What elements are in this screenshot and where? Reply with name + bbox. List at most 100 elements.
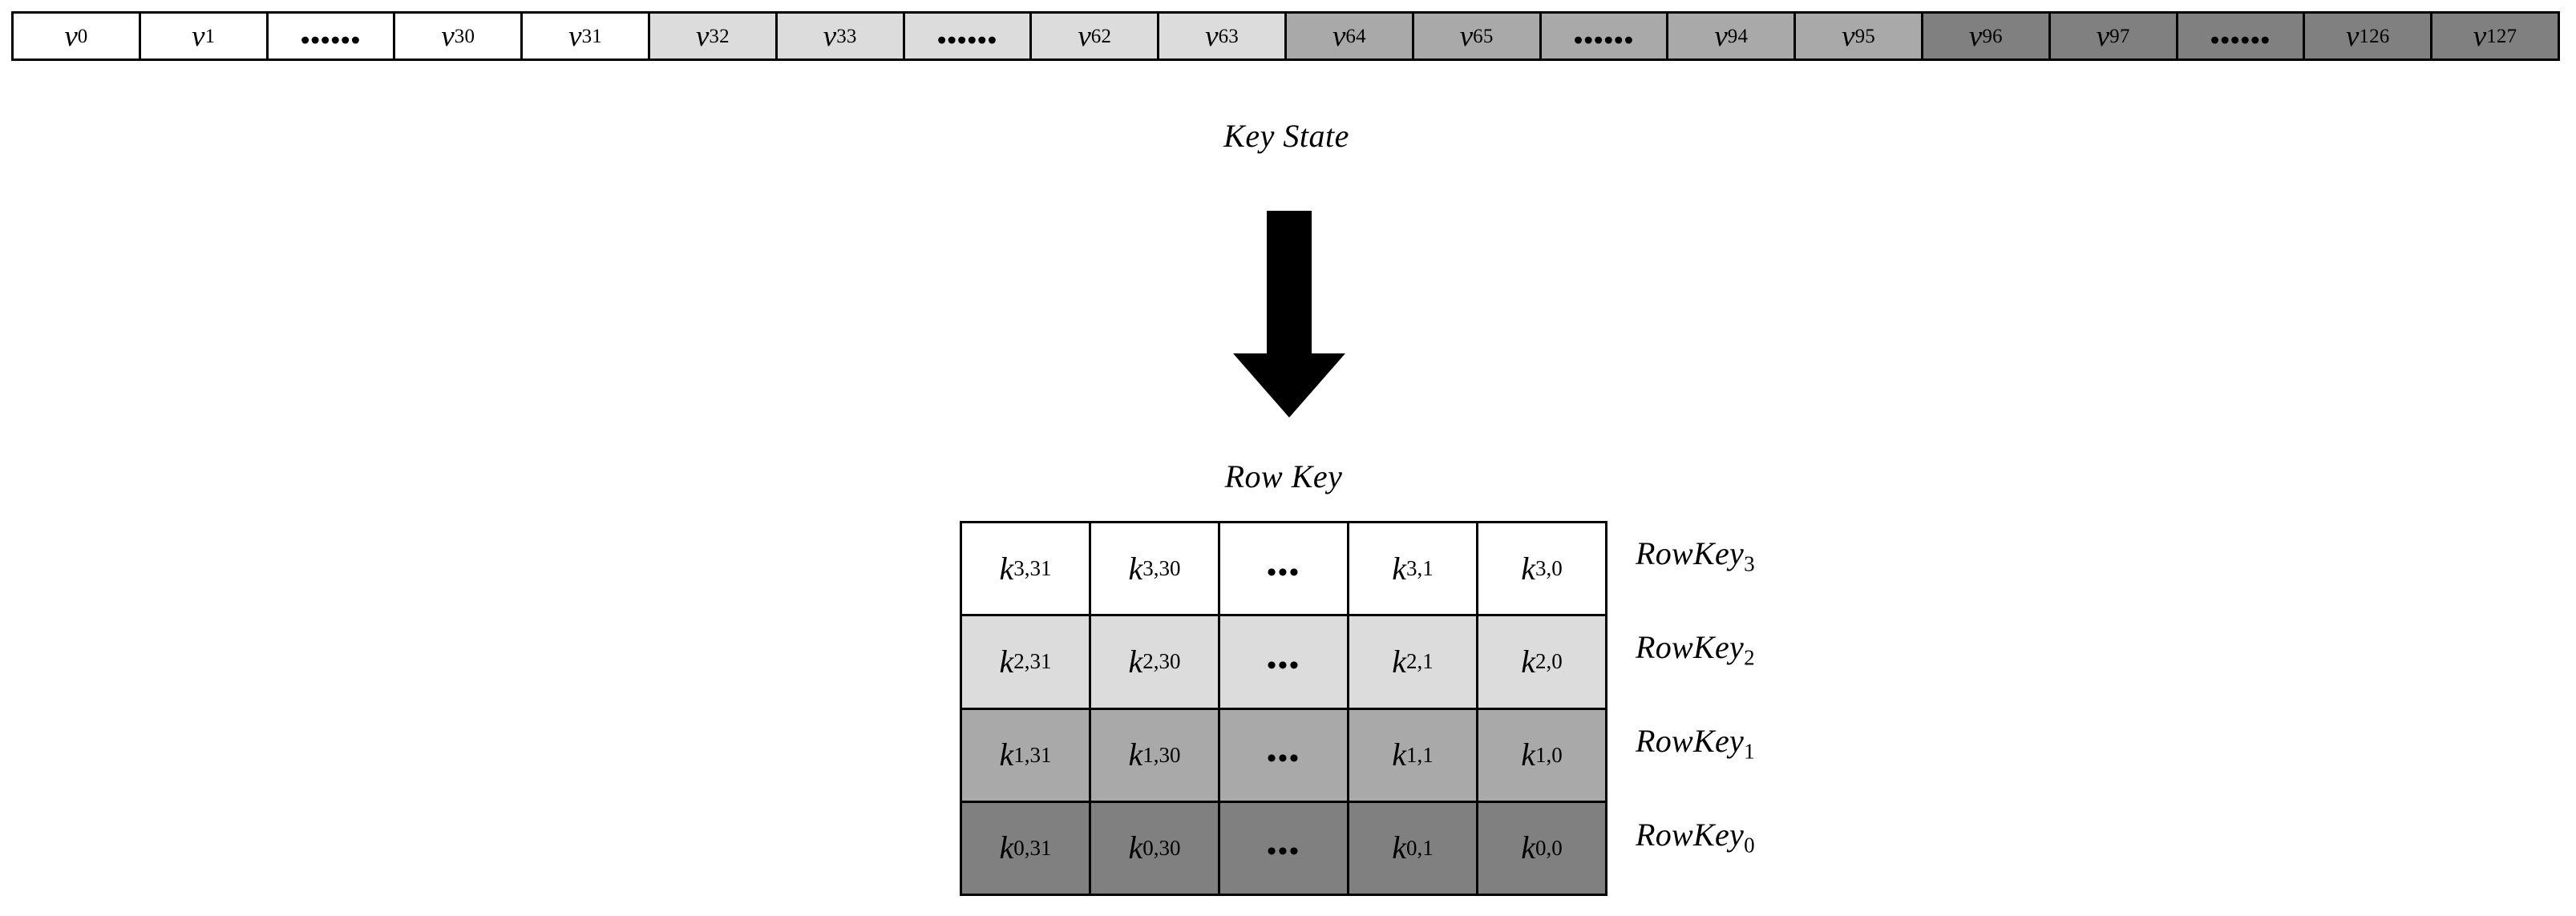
value-subscript: 33: [836, 25, 857, 47]
value-subscript: 63: [1218, 25, 1239, 47]
key-state-ellipsis-cell: ••••••: [904, 14, 1033, 59]
value-symbol: v: [1842, 19, 1855, 53]
row-key-ellipsis-cell: •••: [1220, 616, 1349, 708]
row-key-label-text: RowKey: [1636, 629, 1745, 665]
row-key-label-text: RowKey: [1636, 535, 1745, 571]
value-subscript: 94: [1727, 25, 1749, 47]
key-symbol: k: [1521, 643, 1535, 680]
down-arrow-svg: [1233, 211, 1345, 418]
key-subscript: 0,1: [1406, 835, 1434, 860]
key-symbol: k: [1521, 829, 1535, 866]
key-state-ellipsis-cell: ••••••: [2178, 14, 2306, 59]
key-subscript: 1,31: [1013, 742, 1052, 767]
value-subscript: 126: [2359, 25, 2390, 47]
value-symbol: v: [1714, 19, 1728, 53]
key-subscript: 2,30: [1142, 649, 1181, 674]
value-subscript: 31: [581, 25, 602, 47]
value-symbol: v: [441, 19, 455, 53]
row-key-ellipsis-cell: •••: [1220, 802, 1349, 894]
key-subscript: 3,1: [1406, 556, 1434, 581]
value-subscript: 32: [709, 25, 730, 47]
key-subscript: 0,30: [1142, 835, 1181, 860]
value-symbol: v: [1205, 19, 1219, 53]
key-symbol: k: [1521, 550, 1535, 587]
value-symbol: v: [192, 19, 205, 53]
key-state-ellipsis-cell: ••••••: [1541, 14, 1669, 59]
value-symbol: v: [823, 19, 837, 53]
key-state-caption: Key State: [0, 117, 2576, 155]
key-symbol: k: [999, 829, 1014, 866]
row-key-label-1: RowKey1: [1636, 725, 1755, 763]
value-symbol: v: [64, 19, 78, 53]
key-subscript: 3,0: [1535, 556, 1563, 581]
value-subscript: 97: [2109, 25, 2130, 47]
value-subscript: 96: [1982, 25, 2003, 47]
key-symbol: k: [1128, 829, 1143, 866]
key-symbol: k: [999, 643, 1014, 680]
key-subscript: 2,0: [1535, 649, 1563, 674]
value-symbol: v: [2096, 19, 2110, 53]
key-subscript: 1,30: [1142, 742, 1181, 767]
key-symbol: k: [1392, 550, 1406, 587]
key-state-ellipsis-cell: ••••••: [268, 14, 396, 59]
value-symbol: v: [2345, 19, 2360, 53]
key-symbol: k: [999, 736, 1014, 773]
value-symbol: v: [695, 19, 710, 53]
key-symbol: k: [1521, 736, 1535, 773]
row-key-label-text: RowKey: [1636, 723, 1745, 759]
key-subscript: 1,1: [1406, 742, 1434, 767]
value-subscript: 127: [2486, 25, 2517, 47]
row-key-label-subscript: 1: [1744, 739, 1755, 764]
key-subscript: 0,31: [1013, 835, 1052, 860]
key-symbol: k: [1128, 550, 1143, 587]
row-key-caption: Row Key: [960, 458, 1607, 495]
key-symbol: k: [999, 550, 1014, 587]
row-key-caption-text: Row Key: [1224, 458, 1343, 494]
row-key-ellipsis-cell: •••: [1220, 709, 1349, 801]
value-subscript: 64: [1345, 25, 1366, 47]
value-subscript: 95: [1854, 25, 1875, 47]
key-state-caption-text: Key State: [1223, 118, 1349, 154]
row-key-label-subscript: 0: [1744, 833, 1755, 857]
value-subscript: 1: [204, 25, 216, 47]
value-subscript: 62: [1090, 25, 1112, 47]
value-symbol: v: [1459, 19, 1474, 53]
row-key-label-2: RowKey2: [1636, 632, 1755, 669]
value-symbol: v: [1332, 19, 1346, 53]
row-key-label-text: RowKey: [1636, 817, 1745, 853]
value-subscript: 0: [77, 25, 88, 47]
value-symbol: v: [568, 19, 582, 53]
value-subscript: 65: [1473, 25, 1494, 47]
key-symbol: k: [1392, 736, 1406, 773]
row-key-label-subscript: 3: [1744, 551, 1755, 576]
